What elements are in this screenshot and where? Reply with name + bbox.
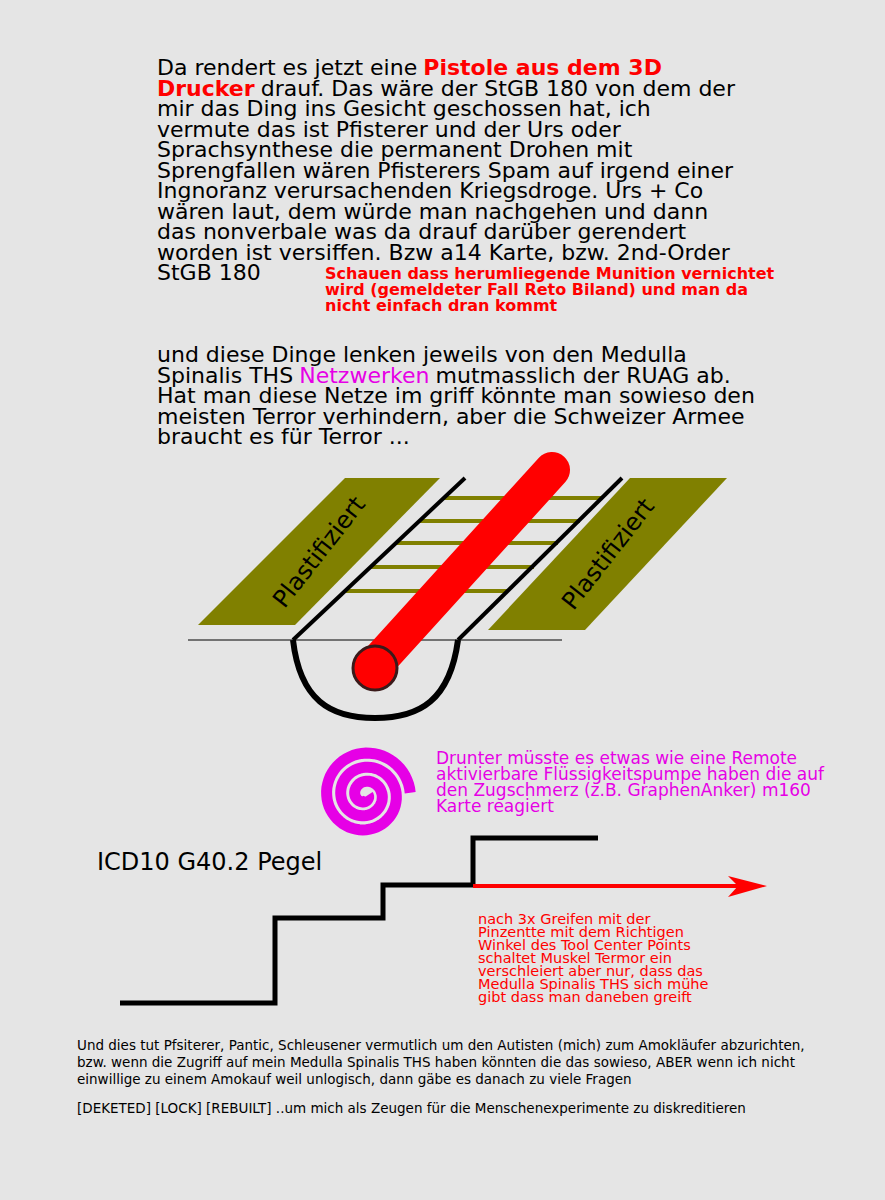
red-note: nach 3x Greifen mit der Pinzentte mit de… xyxy=(478,911,708,1005)
footnote: [DEKETED] [LOCK] [REBUILT] ..um mich als… xyxy=(77,1100,746,1116)
bowl xyxy=(293,640,458,718)
red-note-block: nach 3x Greifen mit der Pinzentte mit de… xyxy=(478,913,720,1004)
paragraph-block: und diese Dinge lenken jeweils von den M… xyxy=(157,345,757,448)
footnote-block: Und dies tut Pfsiterer, Pantic, Schleuse… xyxy=(77,1037,822,1088)
magenta-note-block: Drunter müsste es etwas wie eine Remote … xyxy=(436,750,828,814)
footnote: Und dies tut Pfsiterer, Pantic, Schleuse… xyxy=(77,1037,805,1087)
paragraph-block: Da rendert es jetzt einePistole aus dem … xyxy=(157,58,747,284)
text-segment: drauf. Das wäre der StGB 180 von dem der… xyxy=(157,76,735,286)
red-arrow xyxy=(473,884,740,888)
red-note-block: Schauen dass herumliegende Munition vern… xyxy=(325,266,785,314)
band-fill xyxy=(488,478,727,630)
band-fill xyxy=(198,478,440,625)
level-label-block: ICD10 G40.2 Pegel xyxy=(97,848,397,876)
arrow-head xyxy=(728,876,767,897)
red-knob xyxy=(353,646,397,690)
plastic-band: Plastifiziert xyxy=(198,478,440,625)
footnote-block: [DEKETED] [LOCK] [REBUILT] ..um mich als… xyxy=(77,1100,822,1117)
plastic-band: Plastifiziert xyxy=(488,478,727,630)
red-note: Schauen dass herumliegende Munition vern… xyxy=(325,264,774,315)
level-label: ICD10 G40.2 Pegel xyxy=(97,848,322,876)
spiral xyxy=(327,753,411,830)
magenta-note: Drunter müsste es etwas wie eine Remote … xyxy=(436,748,824,816)
